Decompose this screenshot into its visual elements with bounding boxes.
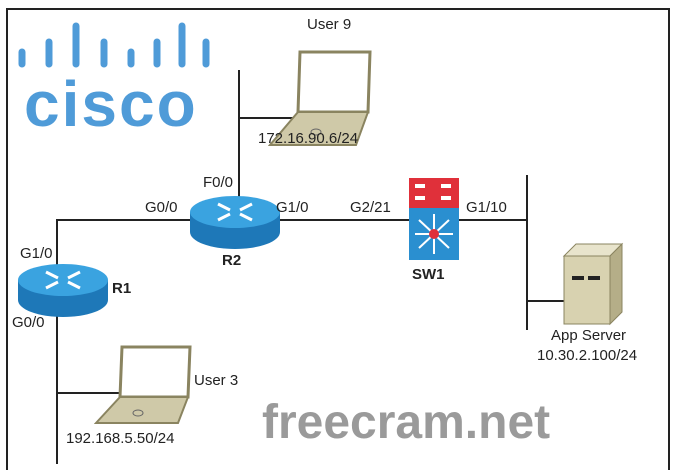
server-ip: 10.30.2.100/24	[537, 347, 638, 364]
link-r1-user3	[56, 219, 58, 464]
link-user9-drop	[238, 117, 300, 119]
sw1-label: SW1	[412, 266, 445, 283]
switch-icon-sw1	[409, 178, 459, 260]
user3-ip: 192.168.5.50/24	[66, 430, 175, 447]
r2-port-g0-0: G0/0	[145, 199, 178, 216]
r2-port-g1-0: G1/0	[276, 199, 309, 216]
router-icon-r1	[18, 264, 108, 317]
r2-port-f0-0: F0/0	[203, 174, 234, 191]
server-icon	[562, 242, 624, 326]
r2-label: R2	[222, 252, 242, 269]
link-r2-user9	[238, 70, 240, 220]
link-backbone	[57, 219, 527, 221]
r1-port-g1-0: G1/0	[20, 245, 53, 262]
user9-label: User 9	[307, 16, 352, 33]
router-icon-r2	[190, 196, 280, 249]
link-server-drop	[526, 300, 566, 302]
frame-right	[668, 8, 670, 470]
cisco-logo-text: cisco	[24, 68, 198, 140]
link-user3-drop	[56, 392, 120, 394]
r1-port-g0-0: G0/0	[12, 314, 45, 331]
frame-top	[6, 8, 670, 10]
user9-ip: 172.16.90.6/24	[258, 130, 359, 147]
cisco-logo-bars	[18, 22, 210, 68]
laptop-icon-user3	[94, 345, 192, 424]
user3-label: User 3	[194, 372, 239, 389]
server-label: App Server	[551, 327, 627, 344]
freecram-watermark: freecram.net	[262, 396, 551, 449]
r1-label: R1	[112, 280, 132, 297]
sw1-port-g2-21: G2/21	[350, 199, 391, 216]
link-sw1-server	[526, 175, 528, 330]
frame-left	[6, 8, 8, 470]
sw1-port-g1-10: G1/10	[466, 199, 507, 216]
laptop-icon-user9	[268, 50, 372, 146]
